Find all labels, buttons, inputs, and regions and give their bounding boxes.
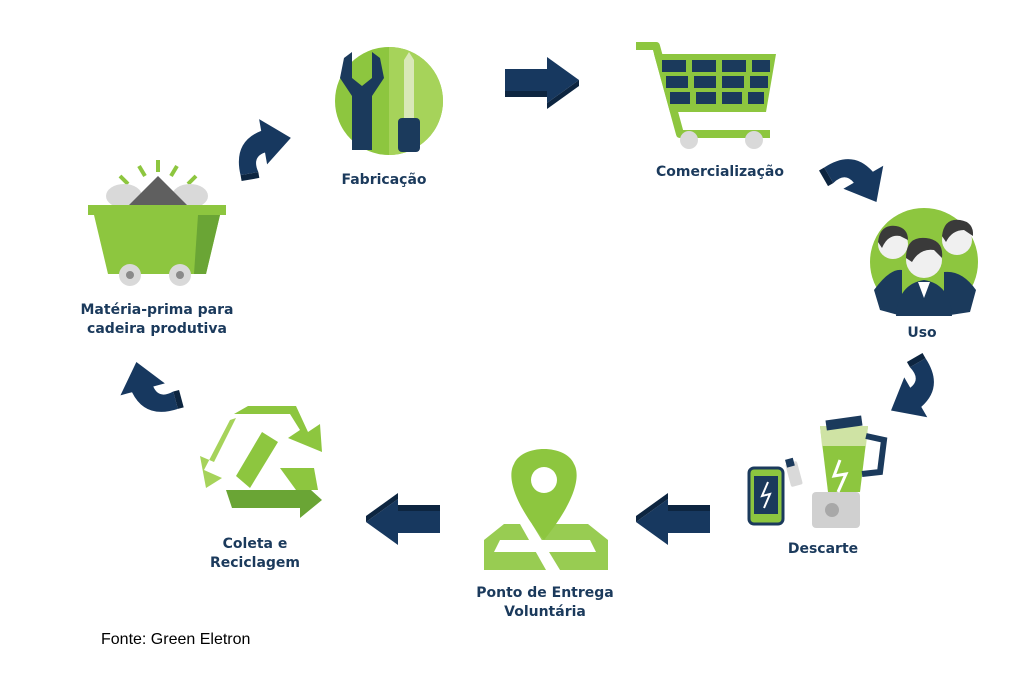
- label-comercializacao: Comercialização: [650, 163, 790, 182]
- arrow-comercializacao-to-uso: [818, 141, 898, 219]
- wrench-screwdriver-icon: [335, 47, 443, 155]
- arrow-coleta-to-materia: [113, 353, 184, 423]
- label-line: Fabricação: [341, 172, 427, 188]
- label-line: Comercialização: [656, 164, 784, 180]
- label-line: Ponto de Entrega: [476, 585, 614, 601]
- electronics-discard-icon: [747, 415, 888, 528]
- label-uso: Uso: [892, 324, 952, 343]
- arrow-fabricacao-to-comercializacao: [505, 57, 579, 109]
- label-line: Voluntária: [504, 604, 586, 620]
- label-line: Descarte: [787, 541, 859, 557]
- arrow-ponto-to-coleta: [366, 493, 440, 545]
- map-pin-icon: [484, 449, 608, 570]
- source-note: Fonte: Green Eletron: [101, 631, 251, 648]
- label-ponto-entrega: Ponto de Entrega Voluntária: [470, 584, 620, 622]
- label-line: Reciclagem: [209, 555, 301, 571]
- label-line: Uso: [907, 325, 937, 341]
- label-descarte: Descarte: [778, 540, 868, 559]
- mine-cart-icon: [88, 160, 226, 286]
- shopping-cart-icon: [636, 42, 776, 149]
- arrow-uso-to-descarte: [874, 352, 952, 432]
- recycle-icon: [200, 406, 322, 518]
- arrow-descarte-to-ponto: [636, 493, 710, 545]
- label-fabricacao: Fabricação: [330, 171, 438, 190]
- label-line: cadeira produtiva: [87, 321, 227, 337]
- arrow-materia-to-fabricacao: [231, 114, 297, 182]
- label-materia-prima: Matéria-prima para cadeira produtiva: [72, 301, 242, 339]
- label-line: Matéria-prima para: [80, 302, 234, 318]
- label-line: Coleta e: [222, 536, 288, 552]
- label-coleta: Coleta e Reciclagem: [200, 535, 310, 573]
- people-icon: [870, 208, 978, 316]
